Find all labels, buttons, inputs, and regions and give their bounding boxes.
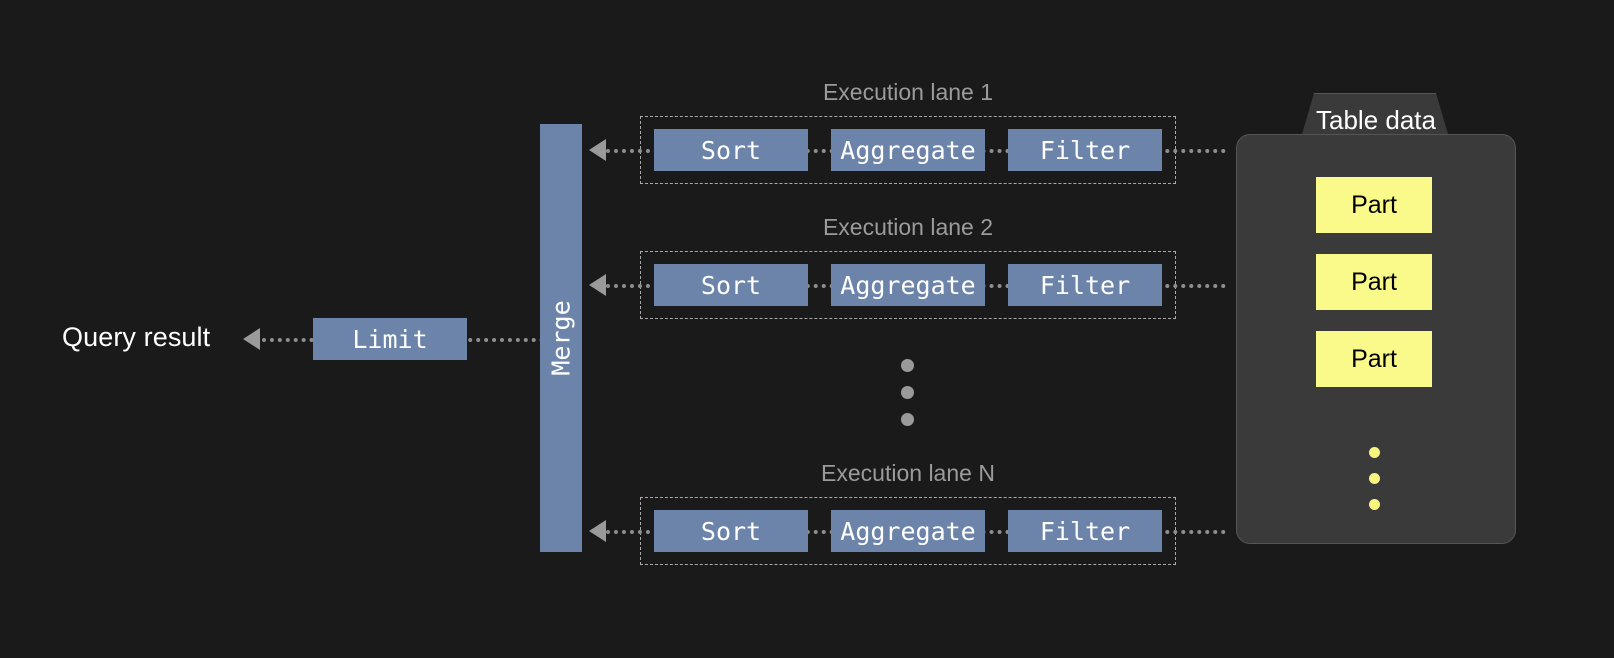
lane-ellipsis-dot-1 [901, 359, 914, 372]
table-part-ellipsis-dot-1 [1369, 447, 1380, 458]
table-part-ellipsis-dot-2 [1369, 473, 1380, 484]
table-part-1[interactable]: Part [1316, 177, 1432, 233]
lane-2-stage-filter[interactable]: Filter [1008, 264, 1162, 306]
table-part-ellipsis-dot-3 [1369, 499, 1380, 510]
lane-2-stage-aggregate[interactable]: Aggregate [831, 264, 985, 306]
arrow-to-query-result-icon [243, 328, 260, 350]
lane-title-1: Execution lane 1 [822, 79, 994, 105]
table-data-title: Table data [1316, 105, 1436, 135]
lane-n-stage-aggregate[interactable]: Aggregate [831, 510, 985, 552]
lane-n-stage-sort[interactable]: Sort [654, 510, 808, 552]
query-result-label: Query result [62, 322, 211, 352]
lane-ellipsis-dot-3 [901, 413, 914, 426]
lane-1-stage-filter[interactable]: Filter [1008, 129, 1162, 171]
table-part-2[interactable]: Part [1316, 254, 1432, 310]
table-data-tab [1300, 93, 1450, 141]
lane-title-2: Execution lane 2 [822, 214, 994, 240]
merge-operator[interactable]: Merge [540, 124, 582, 552]
lane-ellipsis-dot-2 [901, 386, 914, 399]
operator-limit[interactable]: Limit [313, 318, 467, 360]
lane-n-stage-filter[interactable]: Filter [1008, 510, 1162, 552]
arrow-lane-2-to-merge-icon [589, 274, 606, 296]
lane-1-stage-aggregate[interactable]: Aggregate [831, 129, 985, 171]
merge-label: Merge [546, 300, 576, 376]
lane-2-stage-sort[interactable]: Sort [654, 264, 808, 306]
lane-title-n: Execution lane N [821, 460, 995, 486]
arrow-lane-n-to-merge-icon [589, 520, 606, 542]
arrow-lane-1-to-merge-icon [589, 139, 606, 161]
table-part-3[interactable]: Part [1316, 331, 1432, 387]
lane-1-stage-sort[interactable]: Sort [654, 129, 808, 171]
